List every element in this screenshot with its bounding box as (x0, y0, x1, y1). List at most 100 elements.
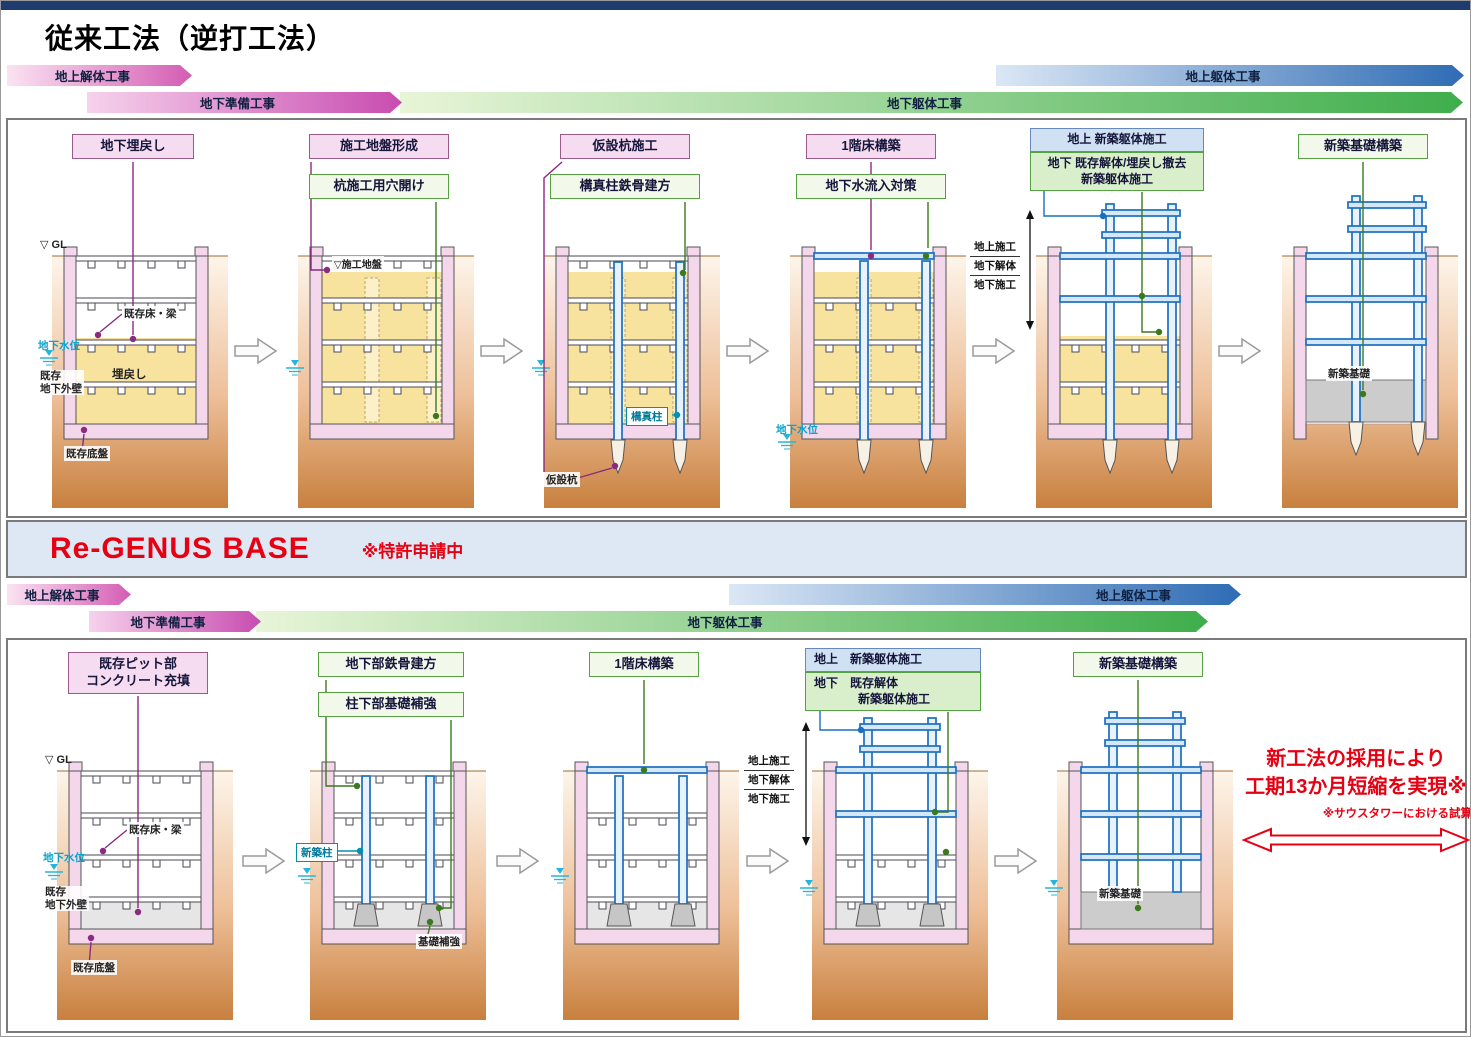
conv-stage-backfill: 地下埋戻し ▽ GL 既存床・梁 地下水位 既存 地下外壁 埋戻し 既存底盤 (38, 126, 228, 512)
conv-first-floor-diagram (776, 126, 966, 512)
existing-base-slab-label: 既存底盤 (71, 960, 117, 975)
stage-label-below-line1: 地下 既存解体/埋戻し撤去 (1047, 156, 1187, 170)
schedule-reduction-highlight: 新工法の採用により 工期13か月短縮を実現※ ※サウスタワーにおける試算 (1240, 745, 1471, 858)
timeline-below-structure: 地下躯体工事 (400, 92, 1463, 113)
conv-ground-forming-diagram (284, 126, 474, 512)
gl-marker: ▽ GL (45, 754, 72, 766)
next-step-arrow (480, 336, 524, 366)
timeline-below-preparation: 地下準備工事 (89, 611, 261, 632)
work-scope-indicator: 地上施工 地下解体 地下施工 (970, 238, 1020, 294)
highlight-line2: 工期13か月短縮を実現※ (1245, 776, 1467, 798)
stage-label: 施工地盤形成 (309, 134, 449, 159)
stage-label: 地下部鉄骨建方 (318, 652, 464, 677)
stage-label-line1: 既存ピット部 (98, 656, 177, 671)
work-above-label: 地上施工 (744, 752, 794, 771)
stage-label-above: 地上 新築躯体施工 (805, 648, 981, 672)
stage-label: 新築基礎構築 (1298, 134, 1428, 159)
temporary-pile-label: 仮設杭 (544, 472, 580, 487)
patent-pending-note: ※特許申請中 (361, 541, 464, 561)
conv-backfill-diagram (38, 126, 228, 512)
regenus-stage-steel-erection: 地下部鉄骨建方 柱下部基礎補強 新築柱 基礎補強 (296, 646, 486, 1026)
stage-label-below-line2: 新築躯体施工 (858, 691, 931, 706)
stage-label: 地下埋戻し (72, 134, 194, 159)
existing-outer-wall-label: 既存 地下外壁 (38, 370, 84, 396)
groundwater-level-label: 地下水位 (38, 340, 80, 352)
work-scope-indicator: 地上施工 地下解体 地下施工 (744, 752, 794, 808)
gl-marker: ▽ GL (40, 239, 67, 251)
work-below-label: 地下施工 (748, 793, 790, 805)
stage-label: 既存ピット部 コンクリート充填 (68, 652, 208, 694)
work-demolition-label: 地下解体 (744, 771, 794, 790)
next-step-arrow (234, 336, 278, 366)
conventional-section: 地下埋戻し ▽ GL 既存床・梁 地下水位 既存 地下外壁 埋戻し 既存底盤 施… (6, 118, 1467, 518)
stage-sublabel: 杭施工用穴開け (309, 174, 449, 199)
next-step-arrow (726, 336, 770, 366)
backfill-label: 埋戻し (112, 369, 147, 381)
existing-outer-wall-line2: 地下外壁 (40, 382, 82, 395)
timeline-above-structure: 地上躯体工事 (729, 584, 1241, 605)
existing-floor-beam-label: 既存床・梁 (122, 306, 179, 321)
regenus-stage-first-floor: 1階床構築 (549, 646, 739, 1026)
conv-simultaneous-work-diagram (1022, 126, 1212, 512)
timeline-below-preparation: 地下準備工事 (87, 92, 402, 113)
regenus-stage-pit-fill: 既存ピット部 コンクリート充填 ▽ GL 既存床・梁 地下水位 既存 地下外壁 … (43, 646, 233, 1026)
groundwater-level-label: 地下水位 (43, 852, 85, 864)
timeline-below-structure: 地下躯体工事 (256, 611, 1208, 632)
next-step-arrow (746, 846, 790, 876)
highlight-note: ※サウスタワーにおける試算 (1322, 808, 1471, 820)
work-demolition-label: 地下解体 (970, 257, 1020, 276)
next-step-arrow (242, 846, 286, 876)
timeline-above-structure: 地上躯体工事 (996, 65, 1464, 86)
conv-new-foundation-diagram (1268, 126, 1458, 512)
new-column-label: 新築柱 (296, 843, 338, 862)
stage-label: 1階床構築 (806, 134, 936, 159)
stage-sublabel: 地下水流入対策 (796, 174, 946, 199)
conv-stage-simultaneous-work: 地上 新築躯体施工 地下 既存解体/埋戻し撤去 新築躯体施工 地上施工 地下解体… (970, 126, 1212, 512)
regenus-first-floor-diagram (549, 646, 739, 1026)
next-step-arrow (994, 846, 1038, 876)
stage-label-below: 地下 既存解体 新築躯体施工 (805, 672, 981, 712)
new-foundation-label: 新築基礎 (1326, 366, 1372, 381)
next-step-arrow (1218, 336, 1262, 366)
regenus-stage-new-foundation: 新築基礎構築 新築基礎 (1043, 646, 1233, 1026)
groundwater-level-label: 地下水位 (776, 424, 818, 436)
existing-outer-wall-line1: 既存 (40, 370, 61, 382)
timeline-above-demolition: 地上解体工事 (7, 584, 131, 605)
top-accent-bar (1, 1, 1470, 10)
existing-base-slab-label: 既存底盤 (64, 446, 110, 461)
existing-outer-wall-line1: 既存 (45, 886, 66, 898)
steel-column-label: 構真柱 (626, 407, 668, 426)
conv-stage-first-floor: 1階床構築 地下水流入対策 地下水位 (776, 126, 966, 512)
work-above-label: 地上施工 (970, 238, 1020, 257)
existing-outer-wall-line2: 地下外壁 (45, 898, 87, 911)
regenus-banner: Re-GENUS BASE ※特許申請中 (6, 520, 1467, 578)
highlight-line1: 新工法の採用により (1266, 748, 1446, 770)
new-foundation-label: 新築基礎 (1097, 886, 1143, 901)
work-ground-marker: ▽施工地盤 (332, 256, 384, 271)
stage-label-below-line1: 地下 既存解体 (814, 676, 899, 690)
work-below-label: 地下施工 (974, 279, 1016, 291)
regenus-simultaneous-work-diagram (798, 646, 988, 1026)
stage-label: 新築基礎構築 (1073, 652, 1203, 677)
regenus-title: Re-GENUS BASE (50, 532, 310, 565)
stage-label-above: 地上 新築躯体施工 (1030, 128, 1204, 152)
regenus-section: 既存ピット部 コンクリート充填 ▽ GL 既存床・梁 地下水位 既存 地下外壁 … (6, 638, 1470, 1033)
stage-label: 仮設杭施工 (560, 134, 690, 159)
conv-stage-ground-forming: 施工地盤形成 杭施工用穴開け ▽施工地盤 (284, 126, 474, 512)
stage-label-below-line2: 新築躯体施工 (1080, 171, 1153, 186)
conv-temporary-pile-diagram (530, 126, 720, 512)
stage-sublabel: 柱下部基礎補強 (318, 692, 464, 717)
regenus-stage-simultaneous-work: 地上 新築躯体施工 地下 既存解体 新築躯体施工 地上施工 地下解体 地下施工 (744, 646, 988, 1026)
conv-stage-temporary-pile: 仮設杭施工 構真柱鉄骨建方 構真柱 仮設杭 (530, 126, 720, 512)
regenus-new-foundation-diagram (1043, 646, 1233, 1026)
conv-stage-new-foundation: 新築基礎構築 新築基礎 (1268, 126, 1458, 512)
stage-label: 1階床構築 (589, 652, 699, 677)
stage-label-line2: コンクリート充填 (85, 672, 190, 688)
next-step-arrow (972, 336, 1016, 366)
stage-sublabel: 構真柱鉄骨建方 (550, 174, 700, 199)
stage-label-below: 地下 既存解体/埋戻し撤去 新築躯体施工 (1030, 152, 1204, 192)
duration-reduction-arrow-icon (1240, 827, 1470, 858)
existing-outer-wall-label: 既存 地下外壁 (43, 886, 89, 912)
existing-floor-beam-label: 既存床・梁 (127, 822, 184, 837)
